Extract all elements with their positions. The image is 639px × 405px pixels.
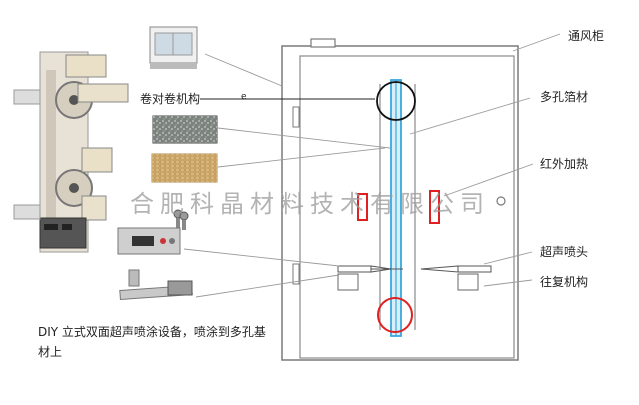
caption-text: DIY 立式双面超声喷涂设备，喷涂到多孔基材上	[38, 325, 266, 359]
hinge-top	[292, 106, 300, 128]
roll-to-roll-machine-photo	[13, 51, 129, 253]
label-roll-to-roll: 卷对卷机构	[140, 92, 201, 106]
hinge-bottom	[292, 263, 300, 285]
door-knob	[496, 196, 506, 206]
top-roller-marker	[376, 81, 416, 121]
ultrasonic-nozzle-left	[337, 265, 403, 273]
label-infrared-heating: 红外加热	[540, 157, 589, 171]
reciprocating-block-left	[337, 273, 359, 291]
label-fume-hood: 通风柜	[568, 29, 605, 43]
label-porous-foil: 多孔箔材	[540, 90, 589, 104]
infrared-heater-left	[357, 193, 368, 221]
fume-hood-photo	[149, 26, 198, 69]
honeycomb-substrate-photo	[151, 153, 218, 183]
watermark-text: 合肥科晶材料技术有限公司	[130, 190, 490, 218]
ultrasonic-generator-photo	[117, 227, 181, 255]
reciprocating-stage-photo	[119, 269, 193, 301]
stray-mark: e	[241, 92, 247, 102]
bottom-roller-marker	[377, 297, 413, 333]
exhaust-outlet	[310, 38, 336, 48]
label-reciprocating-mechanism: 往复机构	[540, 275, 589, 289]
reciprocating-block-right	[457, 273, 479, 291]
porous-foil	[390, 79, 402, 337]
label-ultrasonic-nozzle: 超声喷头	[540, 245, 589, 259]
porous-foil-sample-photo	[152, 115, 218, 144]
infrared-heater-right	[429, 190, 440, 224]
ultrasonic-nozzle-right	[420, 265, 492, 273]
leader-lines	[183, 33, 561, 298]
